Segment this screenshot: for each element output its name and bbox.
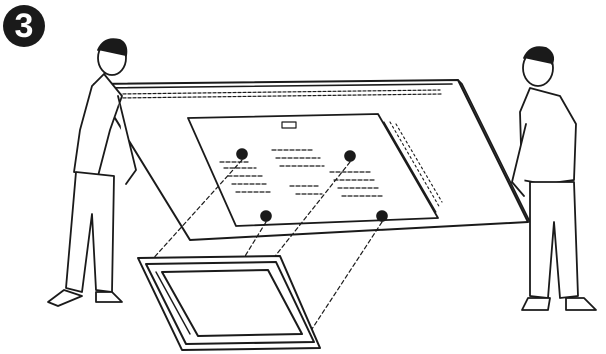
person-holding-tv-left <box>48 39 136 306</box>
tv-back-panel <box>94 80 530 240</box>
person-holding-tv-right <box>512 47 596 310</box>
stand-base-frame <box>138 256 320 350</box>
